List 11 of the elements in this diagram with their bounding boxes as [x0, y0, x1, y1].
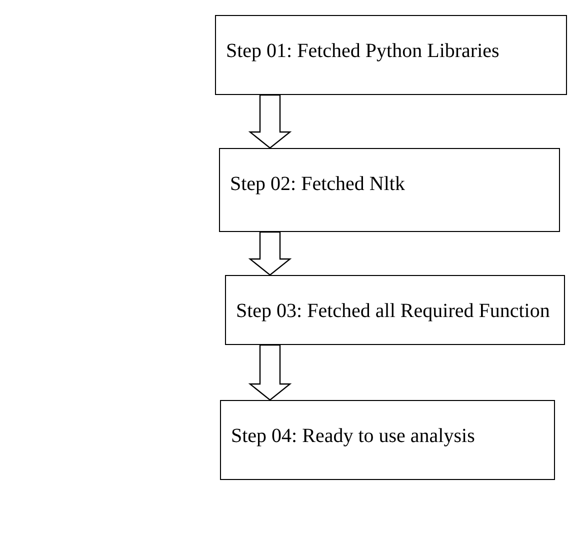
process-box: [219, 148, 560, 232]
step-label: Step 04: Ready to use analysis: [231, 425, 475, 448]
step-label: Step 03: Fetched all Required Function: [236, 300, 550, 323]
process-box: [220, 400, 555, 480]
step-label: Step 02: Fetched Nltk: [230, 173, 405, 196]
block-arrow: [248, 94, 292, 149]
process-box: [225, 275, 565, 345]
block-arrow: [248, 344, 292, 401]
process-box: [215, 15, 567, 95]
step-label: Step 01: Fetched Python Libraries: [226, 40, 500, 63]
block-arrow: [248, 231, 292, 276]
